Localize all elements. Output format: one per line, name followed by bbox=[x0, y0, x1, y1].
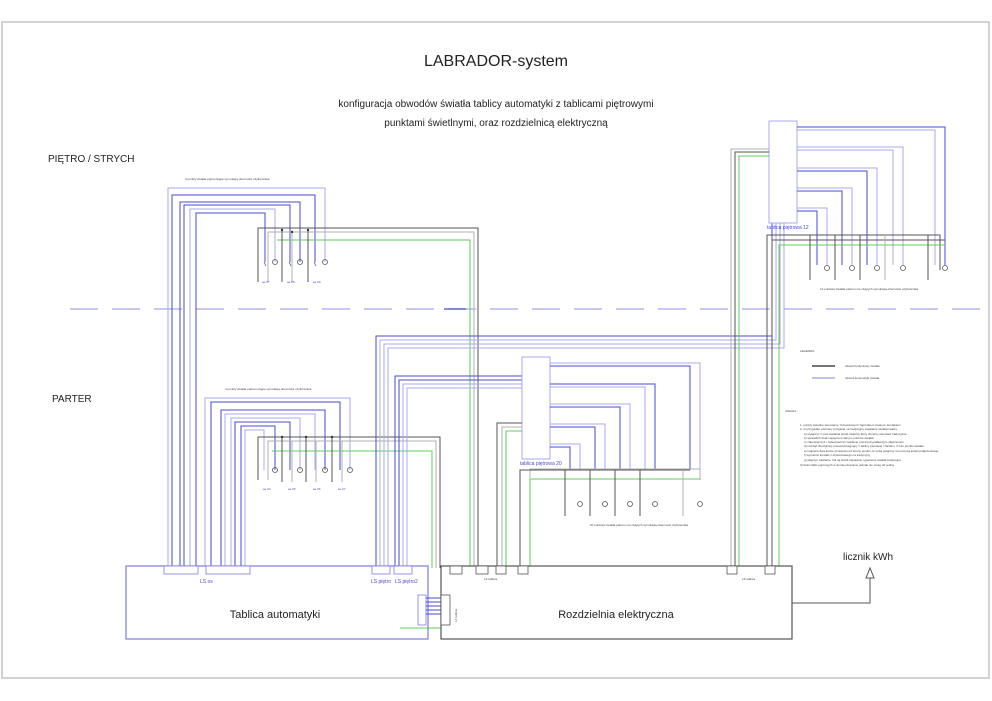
note-line: 1. punkty świetlne sterowane "dzwonkowym… bbox=[800, 423, 901, 427]
sheet-frame bbox=[1, 21, 990, 679]
ls-os-label: LS os bbox=[200, 579, 213, 585]
kwh-meter-label: licznik kWh bbox=[843, 552, 893, 563]
notes-block: UWAGA 1. punkty świetlne sterowane "dzwo… bbox=[785, 409, 939, 467]
legend-label-building: obwód budynkowy światła bbox=[845, 364, 880, 368]
kwh-meter: licznik kWh bbox=[792, 552, 893, 604]
svg-text:ae 07: ae 07 bbox=[338, 487, 346, 491]
distribution-board: LZ tablica LZ tablica LZ tablica Rozdzie… bbox=[440, 565, 793, 640]
diagram-title: LABRADOR-system bbox=[424, 53, 568, 70]
note-line: f) wymienić kontakt z dzwonkowego na tra… bbox=[804, 453, 871, 457]
legend-title: LEGENDA bbox=[800, 349, 814, 353]
automation-board-label: Tablica automatyki bbox=[230, 609, 321, 621]
diagram-subtitle-line2: punktami świetlnymi, oraz rozdzielnicą e… bbox=[384, 118, 608, 129]
ls-os-terminal-b bbox=[205, 565, 251, 575]
note-line: d) rozpiąć dwużyłowy przewód biegnący z … bbox=[804, 444, 924, 448]
legend: LEGENDA obwód budynkowy światła obwód au… bbox=[800, 349, 880, 380]
note-line: g) włączyć zasilanie. Od tej chwili zapa… bbox=[804, 458, 902, 462]
notes-title: UWAGA bbox=[785, 409, 796, 413]
lz-tablica-left-label: LZ tablica bbox=[484, 577, 497, 581]
upper-floor-light-group: 3 punkty światła piętra objęte symulacją… bbox=[167, 177, 479, 568]
floor-board-12-label: tablica piętrowa 12 bbox=[767, 225, 809, 231]
floor-board-20: tablica piętrowa 20 20 punktów bbox=[496, 356, 703, 568]
diagram-subtitle-line1: konfiguracja obwodów światła tablicy aut… bbox=[338, 99, 653, 110]
lz-tablica-vertical-label: LZ tablica bbox=[454, 609, 458, 622]
floor-label-ground: PARTER bbox=[52, 394, 92, 405]
svg-text:ae 06: ae 06 bbox=[313, 487, 321, 491]
note-line: a) wyłączyć z pod zasilania punkt świetl… bbox=[804, 432, 907, 436]
note-line: b) sprawdzić brak napięcia w danym punkc… bbox=[804, 436, 874, 440]
note-line: c) zabezpieczyć i zabezpieczyć zasilanie… bbox=[804, 440, 904, 444]
upper-switch-lamp-1 bbox=[263, 228, 284, 282]
note-line: 2. w przypadku potrzeby przejścia na tra… bbox=[800, 427, 898, 431]
svg-text:ae 08: ae 08 bbox=[287, 280, 295, 284]
ground-mid-group-caption: 20 punktów światła parteru nie objętych … bbox=[590, 523, 689, 527]
svg-text:ae 05: ae 05 bbox=[288, 487, 296, 491]
ls-pietro-terminal bbox=[371, 565, 391, 575]
ls-pietro2-terminal bbox=[393, 565, 413, 575]
note-line: e) najpierw dwa końce przewodu od strony… bbox=[804, 449, 939, 453]
ground-floor-left-light-group: 4 punkty światła parteru objęte symulacj… bbox=[204, 387, 441, 568]
svg-text:ae 04: ae 04 bbox=[263, 487, 271, 491]
floor-board-20-lamps bbox=[564, 470, 703, 516]
automation-board: LS os LS piętro LS piętro2 Tablica autom… bbox=[125, 565, 429, 640]
upper-group-caption: 3 punkty światła piętra objęte symulacją… bbox=[185, 177, 270, 181]
upper-switch-lamp-2 bbox=[288, 230, 303, 282]
legend-label-automation: obwód automatyki światła bbox=[845, 376, 880, 380]
svg-text:ae 07: ae 07 bbox=[262, 280, 270, 284]
floor-board-12: tablica piętrowa 12 12 punktów świat bbox=[730, 120, 948, 568]
upper-switch-lamp-3 bbox=[306, 228, 328, 282]
ground-left-switch-lamps bbox=[272, 435, 353, 482]
ls-pietro-label: LS piętro bbox=[371, 579, 391, 585]
ls-os-terminal-a bbox=[163, 565, 199, 575]
svg-text:ae 09: ae 09 bbox=[313, 280, 321, 284]
note-line: 3) Ilość tablic piętrowych w domku dowol… bbox=[800, 463, 895, 467]
ground-right-group-caption: 12 punktów światła parteru nie objętych … bbox=[820, 287, 919, 291]
ground-left-group-caption: 4 punkty światła parteru objęte symulacj… bbox=[225, 387, 312, 391]
floor-board-12-lamps bbox=[809, 235, 948, 280]
automation-to-distribution-terminal bbox=[417, 594, 427, 626]
ls-pietro2-label: LS piętro2 bbox=[395, 579, 418, 585]
distribution-board-label: Rozdzielnia elektryczna bbox=[558, 609, 674, 621]
lz-tablica-right-label: LZ tablica bbox=[742, 577, 755, 581]
arrow-up-icon bbox=[865, 566, 875, 579]
ls-pietro-wire-bundle bbox=[375, 140, 785, 568]
floor-board-20-label: tablica piętrowa 20 bbox=[520, 461, 562, 467]
floor-label-upper: PIĘTRO / STRYCH bbox=[48, 154, 135, 165]
